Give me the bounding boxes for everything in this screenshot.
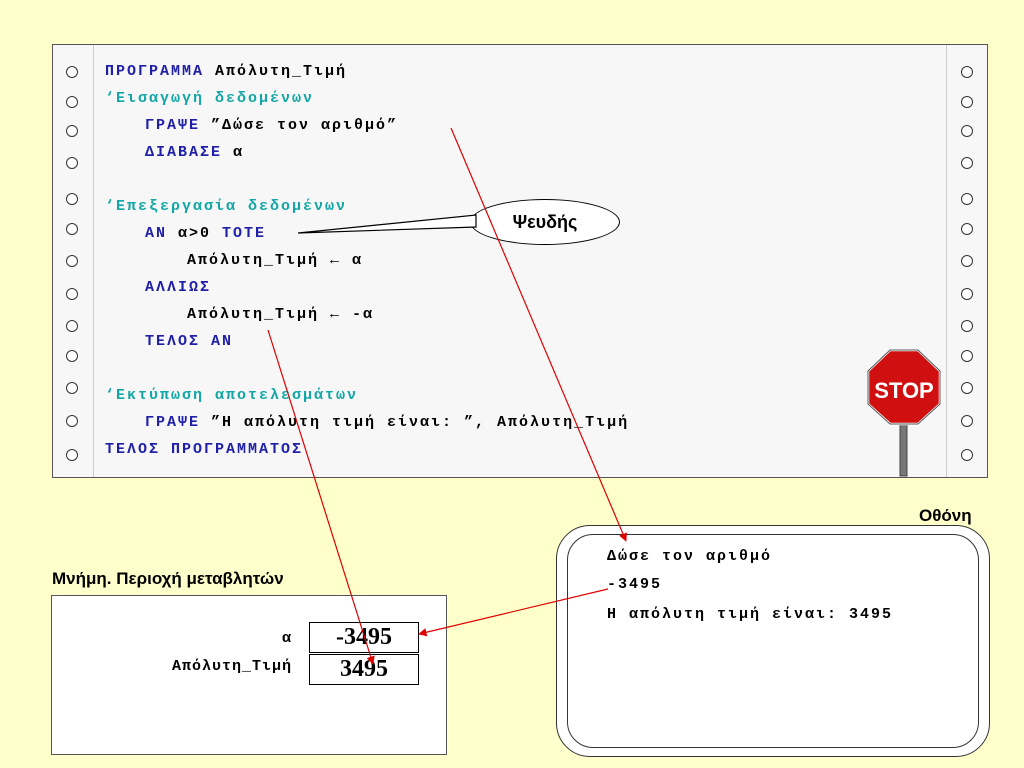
code-line-13: ΤΕΛΟΣ ΠΡΟΓΡΑΜΜΑΤΟΣ [105, 441, 304, 458]
stop-sign-icon: STOP [866, 348, 942, 477]
code-line-9: Απόλυτη_Τιμή ← -α [187, 306, 375, 323]
keyword: ΑΝ [145, 225, 168, 242]
callout-pointer [297, 214, 477, 234]
punch-hole [961, 255, 973, 267]
punch-hole [961, 382, 973, 394]
memory-title: Μνήμη. Περιοχή μεταβλητών [52, 569, 284, 588]
keyword: ΤΟΤΕ [222, 225, 267, 242]
screen-title: Οθόνη [919, 506, 972, 525]
screen-inner-frame [567, 534, 979, 748]
keyword: ΔΙΑΒΑΣΕ [145, 144, 223, 161]
code-line-4: ΔΙΑΒΑΣΕ α [145, 144, 244, 162]
code-comment-processing: ‘Επεξεργασία δεδομένων [105, 198, 348, 215]
punch-hole [66, 223, 78, 235]
punch-hole [66, 96, 78, 108]
code-text: Απόλυτη_Τιμή [204, 63, 348, 80]
code-line-10: ΤΕΛΟΣ ΑΝ [145, 333, 234, 350]
punch-hole [66, 382, 78, 394]
punch-hole [961, 193, 973, 205]
punch-hole [66, 66, 78, 78]
code-line-1: ΠΡΟΓΡΑΜΜΑ Απόλυτη_Τιμή [105, 63, 347, 81]
var-value-abs: 3495 [309, 654, 419, 685]
code-comment-input: ‘Εισαγωγή δεδομένων [105, 90, 315, 107]
punch-hole [961, 350, 973, 362]
code-text: ”Η απόλυτη τιμή είναι: ”, Απόλυτη_Τιμή [200, 414, 630, 431]
left-hole-strip [53, 45, 94, 477]
punch-hole [66, 157, 78, 169]
code-text: ”Δώσε τον αριθμό” [200, 117, 399, 134]
keyword: ΓΡΑΨΕ [145, 117, 201, 134]
screen-line-2: -3495 [607, 576, 663, 593]
var-name-a: α [281, 630, 292, 647]
var-value-a: -3495 [309, 622, 419, 653]
punch-hole [66, 320, 78, 332]
punch-hole [961, 96, 973, 108]
punch-hole [66, 350, 78, 362]
code-panel: ΠΡΟΓΡΑΜΜΑ Απόλυτη_Τιμή ‘Εισαγωγή δεδομέν… [52, 44, 988, 478]
keyword: ΓΡΑΨΕ [145, 414, 201, 431]
code-line-3: ΓΡΑΨΕ ”Δώσε τον αριθμό” [145, 117, 398, 135]
punch-hole [961, 449, 973, 461]
code-text: α [222, 144, 245, 161]
screen-panel [556, 525, 990, 757]
var-name-abs: Απόλυτη_Τιμή [171, 658, 292, 675]
punch-hole [66, 449, 78, 461]
punch-hole [66, 193, 78, 205]
punch-hole [961, 223, 973, 235]
punch-hole [961, 320, 973, 332]
punch-hole [961, 288, 973, 300]
false-callout: Ψευδής [470, 199, 620, 245]
stop-sign-text: STOP [874, 378, 934, 403]
code-line-12: ΓΡΑΨΕ ”Η απόλυτη τιμή είναι: ”, Απόλυτη_… [145, 414, 629, 432]
code-line-6: ΑΝ α>0 ΤΟΤΕ [145, 225, 266, 243]
punch-hole [66, 288, 78, 300]
code-line-8: ΑΛΛΙΩΣ [145, 279, 212, 296]
arrow-code-to-abs-value [267, 329, 375, 665]
arrow-input-to-memory [418, 588, 609, 637]
punch-hole [961, 157, 973, 169]
code-line-7: Απόλυτη_Τιμή ← α [187, 252, 364, 269]
screen-line-1: Δώσε τον αριθμό [607, 548, 773, 565]
punch-hole [961, 66, 973, 78]
punch-hole [66, 415, 78, 427]
punch-hole [66, 255, 78, 267]
code-comment-output: ‘Εκτύπωση αποτελεσμάτων [105, 387, 359, 404]
punch-hole [961, 125, 973, 137]
arrow-prompt-to-screen [450, 127, 627, 542]
punch-hole [961, 415, 973, 427]
keyword: ΠΡΟΓΡΑΜΜΑ [105, 63, 205, 80]
right-hole-strip [946, 45, 987, 477]
code-text: α>0 [167, 225, 223, 242]
punch-hole [66, 125, 78, 137]
screen-line-3: Η απόλυτη τιμή είναι: 3495 [607, 606, 894, 623]
